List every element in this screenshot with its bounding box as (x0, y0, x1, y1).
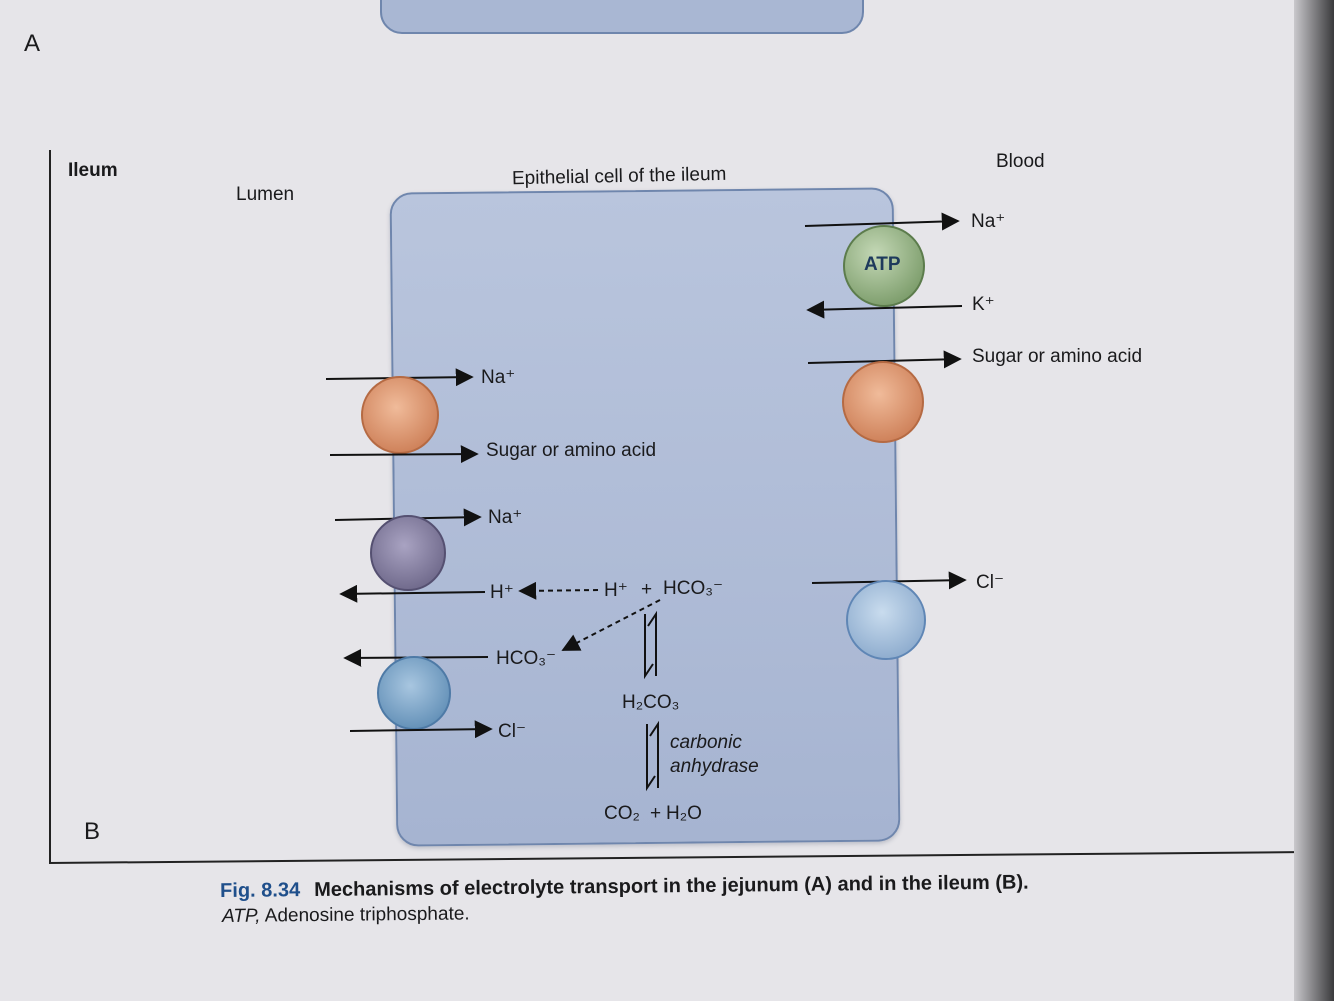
enzyme-label-line1: carbonic (670, 732, 742, 753)
dashed-arrow-h-to-exchanger (518, 581, 599, 600)
na-sugar-cotransporter (361, 376, 439, 454)
lumen-label: Lumen (236, 184, 295, 205)
h-lumen-label: H⁺ (490, 582, 514, 603)
figure-abbreviation: ATP, Adenosine triphosphate. (222, 903, 470, 928)
arrow-h-to-lumen (339, 584, 486, 603)
h-cell-label: H⁺ (604, 580, 628, 601)
ileum-label: Ileum (68, 160, 118, 181)
arrow-sugar-into-cell (329, 445, 479, 464)
na-blood-label: Na⁺ (971, 211, 1006, 232)
page-edge-shadow (1294, 0, 1334, 1001)
panel-label-a: A (24, 30, 41, 57)
sugar-lumen-label: Sugar or amino acid (486, 440, 657, 461)
plus2-label: + (650, 803, 662, 824)
blood-label: Blood (996, 151, 1045, 172)
arrow-na-to-blood (804, 212, 960, 231)
co2-label: CO₂ (604, 803, 640, 824)
atp-label: ATP (864, 254, 901, 275)
equilibrium-arrows-upper (644, 610, 657, 680)
na-lumen-label-2: Na⁺ (488, 507, 523, 528)
panel-label-b: B (84, 818, 101, 845)
sugar-blood-label: Sugar or amino acid (972, 346, 1143, 367)
h2o-label: H₂O (666, 803, 702, 824)
enzyme-label-line2: anhydrase (670, 756, 759, 777)
basolateral-sugar-transporter (842, 361, 924, 443)
equilibrium-arrows-lower (646, 720, 659, 792)
abbreviation-text: Adenosine triphosphate. (260, 903, 470, 927)
figure-number: Fig. 8.34 (220, 879, 301, 902)
arrow-sugar-to-blood (807, 350, 962, 369)
na-lumen-label-1: Na⁺ (481, 367, 516, 388)
k-blood-label: K⁺ (972, 294, 995, 315)
basolateral-cl-channel (846, 580, 926, 660)
upper-cell-fragment (380, 0, 864, 34)
h2co3-label: H₂CO₃ (622, 692, 680, 713)
dashed-arrow-hco3-to-exchanger (561, 599, 661, 651)
arrow-cl-into-cell (349, 720, 493, 739)
hco3-cell-label: HCO₃⁻ (663, 578, 723, 599)
plus-label: + (641, 579, 653, 600)
cl-hco3-exchanger (377, 656, 451, 730)
panel-border-left (49, 150, 51, 862)
na-k-atpase-pump (843, 225, 925, 307)
na-h-exchanger (370, 515, 446, 591)
arrow-k-into-cell (806, 300, 963, 319)
hco3-lumen-label: HCO₃⁻ (496, 648, 556, 669)
cl-lumen-label: Cl⁻ (498, 721, 526, 742)
cl-blood-label: Cl⁻ (976, 572, 1004, 593)
abbreviation-term: ATP, (222, 905, 261, 927)
